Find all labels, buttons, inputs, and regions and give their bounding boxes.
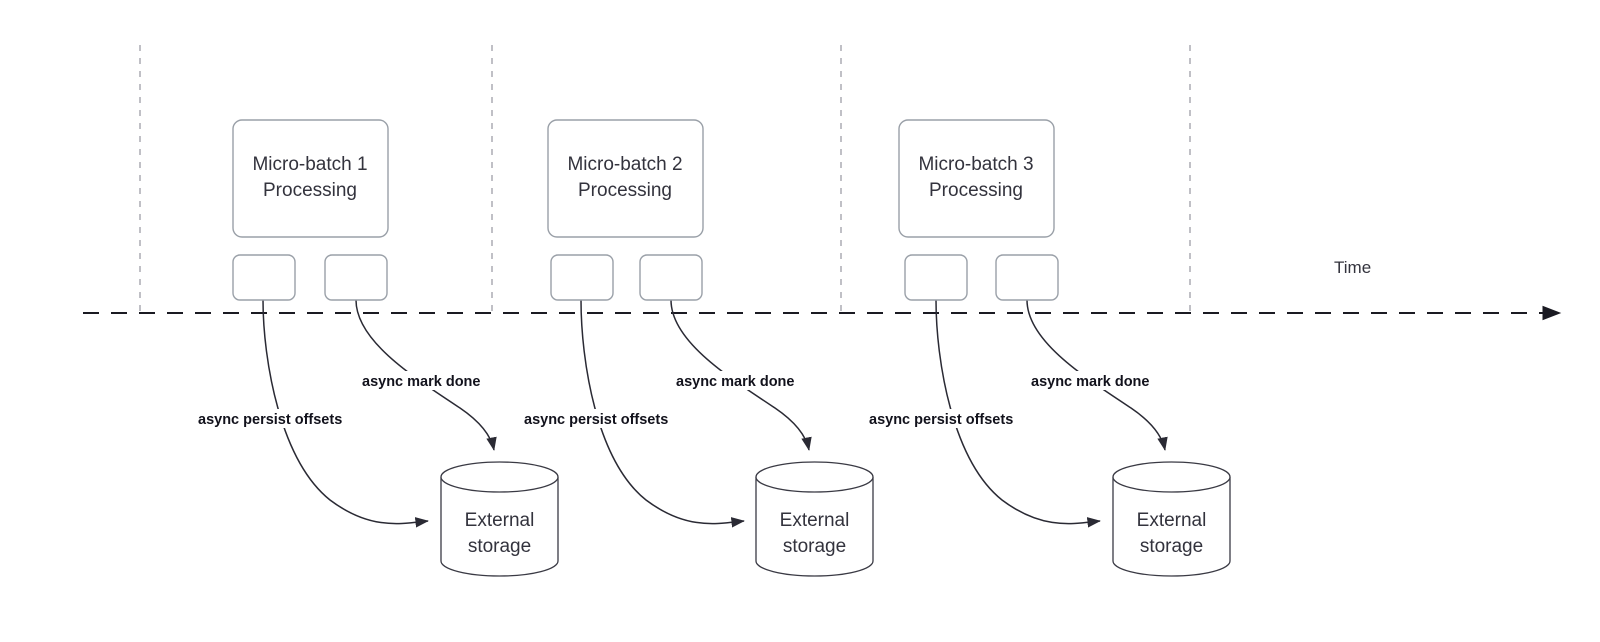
- arrow-mark-done-2: [670, 299, 812, 451]
- micro-batch-group-2: Micro-batch 2 Processing async mark done…: [520, 119, 874, 577]
- external-storage-label-3-line1: External: [1137, 510, 1207, 531]
- external-storage-cylinder-2[interactable]: [755, 477, 874, 577]
- task-box-markdone-2[interactable]: [639, 254, 703, 301]
- task-box-persist-2[interactable]: [550, 254, 614, 301]
- arrow-mark-done-1: [355, 299, 497, 451]
- edge-label-mark-done-3: async mark done: [1031, 374, 1149, 390]
- task-box-markdone-3[interactable]: [995, 254, 1059, 301]
- external-storage-cylinder-top-1: [440, 461, 559, 493]
- task-box-markdone-1[interactable]: [324, 254, 388, 301]
- external-storage-cylinder-top-3: [1112, 461, 1231, 493]
- task-box-persist-3[interactable]: [904, 254, 968, 301]
- micro-batch-group-1: Micro-batch 1 Processing async mark done…: [194, 119, 559, 577]
- external-storage-label-2-line1: External: [780, 510, 850, 531]
- arrow-persist-offsets-2: [580, 299, 745, 528]
- micro-batch-box-3-line1: Micro-batch 3: [918, 154, 1033, 175]
- time-axis: Time: [83, 258, 1562, 321]
- micro-batch-box-2[interactable]: [547, 119, 704, 238]
- external-storage-label-1-line2: storage: [468, 536, 531, 557]
- arrow-persist-offsets-1: [262, 299, 429, 528]
- micro-batch-group-3: Micro-batch 3 Processing async mark done…: [865, 119, 1231, 577]
- micro-batch-box-1-line1: Micro-batch 1: [252, 154, 367, 175]
- external-storage-label-1-line1: External: [465, 510, 535, 531]
- batch-boundary-ticks: [139, 45, 1191, 313]
- external-storage-label-2-line2: storage: [783, 536, 846, 557]
- micro-batch-box-2-line2: Processing: [578, 180, 672, 201]
- edge-label-mark-done-1: async mark done: [362, 374, 480, 390]
- micro-batch-box-3[interactable]: [898, 119, 1055, 238]
- edge-label-persist-offsets-2: async persist offsets: [524, 412, 668, 428]
- micro-batch-box-1[interactable]: [232, 119, 389, 238]
- label-backing-markdone-1: [358, 371, 501, 390]
- edge-label-persist-offsets-1: async persist offsets: [198, 412, 342, 428]
- external-storage-cylinder-top-2: [755, 461, 874, 493]
- external-storage-cylinder-3[interactable]: [1112, 477, 1231, 577]
- external-storage-label-3-line2: storage: [1140, 536, 1203, 557]
- task-box-persist-1[interactable]: [232, 254, 296, 301]
- external-storage-cylinder-1[interactable]: [440, 477, 559, 577]
- label-backing-markdone-2: [672, 371, 815, 390]
- label-backing-persist-3: [865, 409, 1045, 428]
- micro-batch-box-1-line2: Processing: [263, 180, 357, 201]
- label-backing-persist-2: [520, 409, 700, 428]
- time-axis-label: Time: [1334, 258, 1371, 277]
- micro-batch-box-2-line1: Micro-batch 2: [567, 154, 682, 175]
- label-backing-markdone-3: [1027, 371, 1170, 390]
- arrow-persist-offsets-3: [935, 299, 1101, 528]
- micro-batch-box-3-line2: Processing: [929, 180, 1023, 201]
- edge-label-persist-offsets-3: async persist offsets: [869, 412, 1013, 428]
- arrow-mark-done-3: [1026, 299, 1168, 451]
- edge-label-mark-done-2: async mark done: [676, 374, 794, 390]
- label-backing-persist-1: [194, 409, 374, 428]
